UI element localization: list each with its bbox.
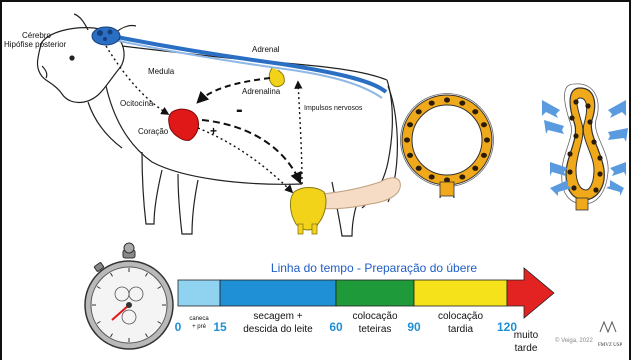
cow-dewlap	[88, 102, 122, 148]
brain-icon	[92, 27, 120, 45]
timeline-segment	[178, 280, 220, 306]
label-brain: Cérebro	[22, 31, 51, 40]
cell-nucleus	[429, 100, 435, 105]
arrow-icon	[550, 162, 568, 176]
timeline-bar: caneca + pré secagem + descida do leite colo…	[175, 268, 554, 354]
alveolus-compressed	[562, 84, 608, 210]
cell-nucleus	[429, 174, 435, 179]
timeline-title: Linha do tempo - Preparação do úbere	[271, 261, 477, 275]
timeline-segment-label: descida do leite	[243, 324, 313, 335]
svg-text:FMVZ USP: FMVZ USP	[598, 343, 623, 348]
label-pituitary: Hipófise posterior	[4, 40, 67, 49]
timeline-tick-label: 0	[175, 320, 182, 334]
timeline-segment-label: + pré	[192, 324, 207, 330]
label-coracao: Coração	[138, 127, 169, 136]
timeline-segment-label: colocação	[352, 311, 397, 322]
timeline-late-label: muito	[514, 330, 539, 341]
timeline-tick-label: 15	[213, 320, 227, 334]
timeline-segment-label: colocação	[438, 311, 483, 322]
cell-nucleus	[481, 122, 487, 127]
label-impulsos: Impulsos nervosos	[304, 105, 363, 112]
stopwatch-icon	[85, 243, 173, 349]
cell-nucleus	[484, 137, 490, 142]
nerve-impulse-arrow	[298, 82, 302, 184]
timeline-segment-label: secagem +	[253, 311, 302, 322]
timeline-segment-label: teteiras	[359, 324, 392, 335]
label-ocitocina: Ocitocina	[120, 99, 154, 108]
timeline-segment-label: caneca	[189, 316, 209, 322]
timeline-segment	[414, 280, 507, 306]
adrenal-gland-icon	[269, 68, 284, 87]
arrow-icon	[542, 100, 560, 118]
label-medula: Medula	[148, 67, 175, 76]
timeline-tick-label: 60	[329, 320, 343, 334]
label-minus: -	[236, 99, 243, 121]
credit-text: © Veiga, 2022	[555, 337, 593, 344]
arrow-icon	[608, 100, 626, 118]
cell-nucleus	[472, 109, 478, 114]
label-adrenalina: Adrenalina	[242, 87, 281, 96]
label-adrenal: Adrenal	[252, 45, 280, 54]
timeline-late-label: tarde	[515, 343, 538, 354]
cell-nucleus	[459, 100, 465, 105]
cell-nucleus	[407, 122, 413, 127]
cell-nucleus	[472, 166, 478, 171]
timeline-tick-label: 90	[407, 320, 421, 334]
cell-nucleus	[407, 153, 413, 158]
arrow-icon	[610, 162, 626, 176]
timeline-segment-label: tardia	[448, 324, 473, 335]
arrow-icon	[544, 120, 564, 134]
milker-hand	[318, 178, 400, 209]
cell-nucleus	[416, 109, 422, 114]
arrow-icon	[606, 180, 624, 196]
timeline-segment	[220, 280, 336, 306]
udder-icon	[290, 188, 326, 231]
cell-nucleus	[444, 97, 450, 102]
cell-nucleus	[459, 174, 465, 179]
cell-nucleus	[481, 153, 487, 158]
label-plus: +	[210, 124, 217, 138]
heart-icon	[169, 109, 199, 140]
timeline-segment	[336, 280, 414, 306]
cow-front-leg-1	[142, 152, 162, 224]
fmvz-logo: FMVZ USP	[598, 322, 623, 348]
cell-nucleus	[416, 166, 422, 171]
timeline-arrow	[507, 268, 554, 318]
cow-front-leg-2	[178, 174, 198, 234]
arrow-icon	[608, 128, 628, 142]
alveolus-round	[401, 94, 494, 199]
cell-nucleus	[404, 137, 410, 142]
